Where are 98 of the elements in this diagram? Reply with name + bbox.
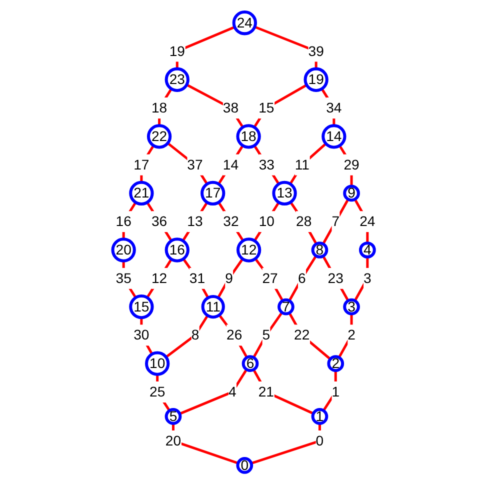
node-circle: 7: [278, 298, 294, 316]
node-circle: 23: [164, 67, 190, 92]
edge-label: 20: [165, 432, 182, 448]
edge-label: 2: [348, 326, 356, 343]
connector: [254, 26, 318, 69]
edge-label: 6: [298, 270, 306, 286]
edge-label: 3: [364, 270, 372, 286]
edge-label: 21: [258, 383, 274, 400]
connector: [289, 142, 327, 185]
connector: [186, 84, 244, 128]
edge-label: 13: [187, 213, 203, 230]
connector: [253, 144, 280, 185]
connector: [217, 258, 244, 298]
edge-label: 1: [332, 383, 340, 400]
connector: [290, 201, 318, 245]
connector: [354, 198, 369, 244]
edge-label: 23: [328, 270, 344, 286]
connector: [322, 198, 350, 245]
node-circle: 16: [164, 238, 190, 262]
connector: [165, 314, 209, 358]
node-circle: 18: [236, 124, 261, 149]
node-circle: 12: [236, 238, 262, 262]
edge-label: 8: [191, 326, 200, 343]
connector: [252, 369, 314, 415]
node-circle: 15: [129, 294, 154, 320]
edge-label: 24: [360, 213, 376, 230]
edge-label: 37: [187, 156, 203, 172]
edge-label: 19: [169, 42, 185, 59]
node-circle: 0: [236, 457, 254, 474]
connector: [179, 368, 248, 415]
connector: [176, 26, 236, 69]
edge-label: 9: [225, 270, 233, 286]
connector: [322, 255, 350, 302]
node-circle: 20: [111, 238, 136, 262]
node-circle: 8: [311, 242, 328, 258]
node-circle: 19: [304, 67, 328, 92]
edge-label: 16: [116, 213, 132, 230]
edge-label: 27: [262, 270, 278, 286]
edge-label: 32: [223, 213, 239, 230]
connector: [338, 144, 353, 186]
edge-label: 14: [222, 156, 239, 172]
connector: [254, 258, 284, 302]
node-circle: 1: [311, 408, 328, 425]
edge-label: 5: [262, 326, 270, 343]
connector: [218, 202, 244, 242]
edge-label: 25: [150, 383, 166, 400]
edge-label: 11: [294, 156, 310, 172]
node-circle: 2: [327, 355, 344, 372]
connector: [172, 423, 239, 464]
connector: [182, 258, 210, 298]
connector: [252, 312, 284, 358]
node-circle: 9: [343, 184, 360, 202]
node-circle: 22: [146, 124, 172, 149]
connector: [288, 312, 332, 360]
edge-label: 26: [226, 326, 242, 343]
edge-label: 31: [189, 270, 206, 286]
connector: [146, 258, 172, 298]
edge-label: 22: [294, 326, 310, 343]
node-circle: 4: [359, 242, 376, 258]
edge-label: 15: [258, 100, 274, 116]
edge-label: 33: [258, 156, 274, 172]
node-circle: 6: [242, 355, 259, 372]
node-circle: 13: [272, 180, 297, 206]
node-circle: 21: [129, 180, 154, 206]
edge-label: 35: [116, 270, 132, 286]
edge-label: 30: [134, 326, 150, 343]
node-circle: 11: [201, 294, 225, 319]
edge-label: 7: [332, 213, 340, 230]
edge-label: 18: [151, 100, 168, 116]
connector: [140, 144, 155, 182]
connector: [146, 202, 172, 242]
edge-label: 10: [258, 213, 274, 230]
connector: [218, 144, 244, 185]
connector: [182, 202, 208, 242]
edge-label: 36: [151, 213, 168, 230]
node-circle: 10: [145, 351, 170, 376]
connector: [250, 423, 321, 464]
connector: [166, 142, 208, 185]
node-circle: 14: [322, 124, 346, 149]
edge-label: 0: [316, 432, 324, 448]
connector: [254, 202, 280, 242]
edge-label: 34: [326, 100, 342, 116]
edge-label: 17: [134, 156, 150, 172]
connector: [288, 255, 318, 302]
edge-label: 4: [228, 383, 236, 400]
node-circle: 17: [200, 180, 226, 206]
edge-label: 29: [344, 156, 360, 172]
edge-label: 38: [222, 100, 239, 116]
edge-label: 28: [296, 213, 312, 230]
connector: [156, 374, 171, 412]
connector: [122, 260, 137, 298]
connector: [253, 84, 308, 128]
edge-label: 39: [308, 42, 324, 59]
connector: [218, 314, 248, 358]
edge-label: 12: [151, 270, 168, 286]
node-circle: 3: [343, 298, 360, 316]
node-circle: 5: [164, 408, 182, 425]
node-circle: 24: [232, 10, 257, 36]
